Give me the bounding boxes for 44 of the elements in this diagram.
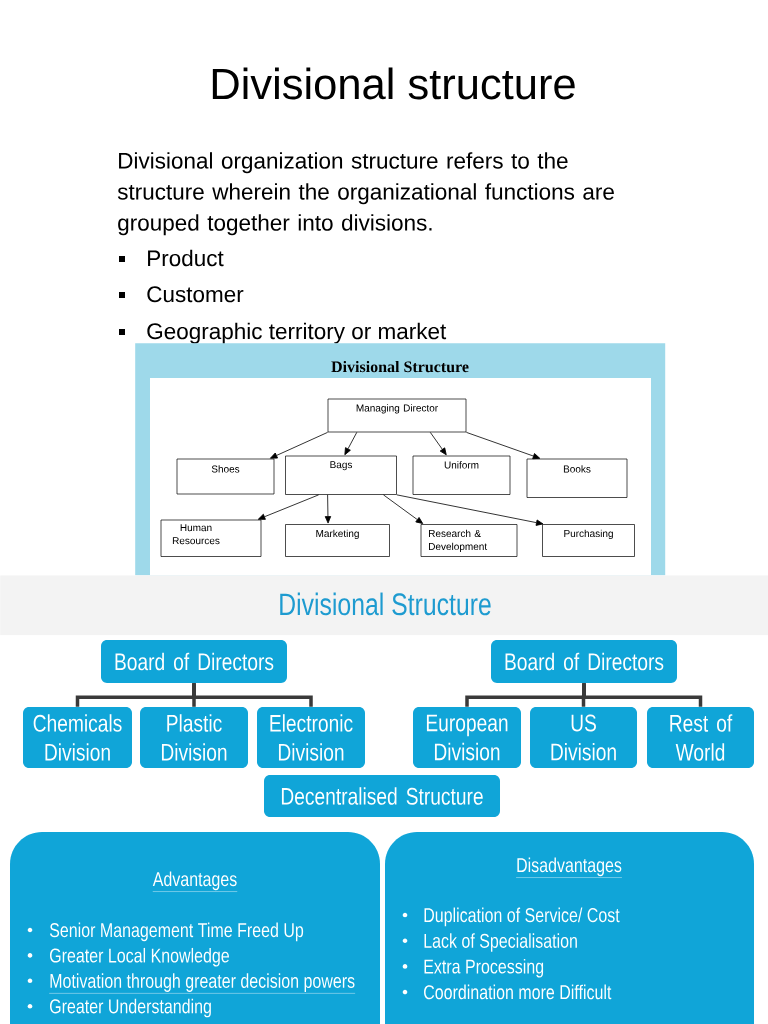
- org-box: Human Resources: [160, 519, 262, 557]
- list-item: Product: [148, 249, 224, 267]
- arrow: [396, 494, 544, 526]
- list-item: Customer: [147, 286, 244, 303]
- org-box: Shoes: [176, 458, 275, 495]
- org-box: Rest of World: [647, 707, 754, 768]
- list-item: Extra Processing: [424, 958, 544, 978]
- org-box: Electronic Division: [257, 707, 365, 768]
- connector-line: [582, 683, 703, 707]
- org-box: Plastic Division: [140, 707, 248, 768]
- connector-line: [192, 683, 313, 707]
- org-box: Board of Directors: [101, 640, 287, 683]
- slide-title: Divisional structure: [212, 67, 575, 100]
- arrow: [270, 431, 329, 459]
- org-box: Books: [526, 458, 628, 498]
- org-box: Purchasing: [542, 524, 635, 557]
- org-box: Decentralised Structure: [264, 775, 500, 817]
- arrow: [257, 494, 320, 520]
- list-item: Geographic territory or market: [147, 322, 447, 344]
- arrow: [383, 494, 424, 524]
- org-box: Managing Director: [327, 398, 467, 433]
- paragraph: Divisional organization structure refers to the structure wherein the organizational functions are grouped together into divisions.: [117, 152, 614, 236]
- panel-heading: Disadvantages: [515, 857, 623, 878]
- arrow: [429, 431, 447, 456]
- org-box: Bags: [285, 455, 397, 495]
- arrow: [465, 431, 541, 460]
- list-item: Duplication of Service/ Cost: [424, 907, 620, 927]
- org-box: Chemicals Division: [23, 707, 132, 768]
- org-box: European Division: [413, 707, 521, 768]
- org-box: US Division: [530, 707, 637, 768]
- org-box: Research & Development: [420, 524, 518, 557]
- arrow: [344, 431, 358, 456]
- list-item: Senior Management Time Freed Up: [49, 922, 304, 942]
- panel-heading: Advantages: [152, 871, 238, 892]
- org-box: Board of Directors: [491, 640, 677, 683]
- list-item: Greater Local Knowledge: [50, 947, 229, 967]
- header-band: Divisional Structure: [0, 575, 768, 636]
- list-item: Coordination more Difficult: [424, 984, 612, 1000]
- org-box: Marketing: [285, 524, 390, 557]
- list-item: Lack of Specialisation: [424, 933, 577, 952]
- org-box: Uniform: [412, 455, 511, 495]
- list-item: Greater Understanding: [50, 998, 211, 1018]
- list-item: Motivation through greater decision powers: [49, 973, 356, 994]
- arrow: [324, 494, 332, 524]
